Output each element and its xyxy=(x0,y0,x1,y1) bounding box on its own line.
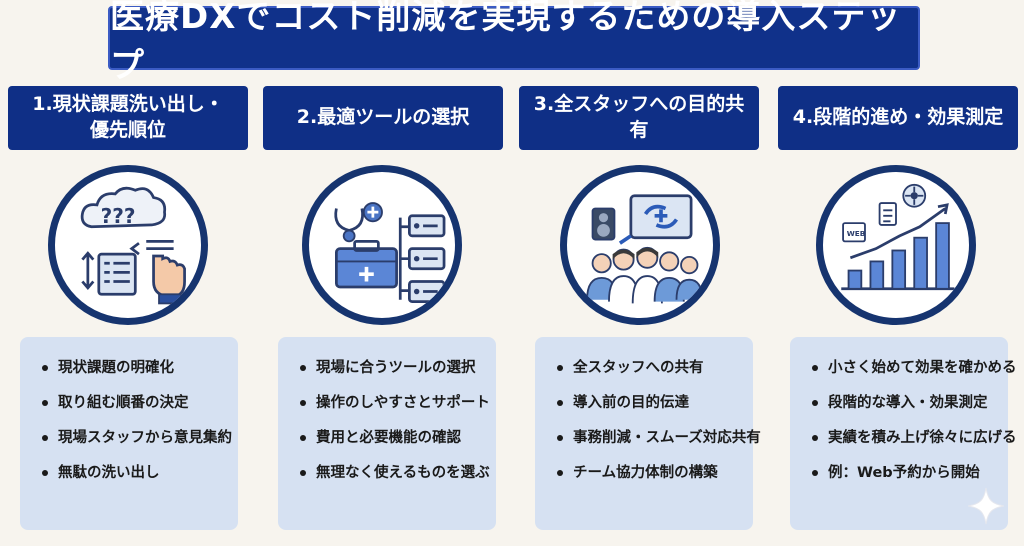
svg-text:???: ??? xyxy=(101,204,136,228)
step-2-card: 現場に合うツールの選択 操作のしやすさとサポート 費用と必要機能の確認 無理なく… xyxy=(278,337,496,530)
list-item: 無理なく使えるものを選ぶ xyxy=(298,464,496,482)
chart-web-label: WEB xyxy=(847,229,866,238)
staff-team-screen-speaker-icon xyxy=(560,165,720,325)
list-item: 事務削減・スムーズ対応共有 xyxy=(555,429,761,447)
question-cloud-checklist-pointing-hand-icon: ??? xyxy=(48,165,208,325)
step-4-heading: 4.段階的進め・効果測定 xyxy=(778,86,1018,150)
list-item: チーム協力体制の構築 xyxy=(555,464,753,482)
list-item: 例：Web予約から開始 xyxy=(810,464,1008,482)
step-2-heading: 2.最適ツールの選択 xyxy=(263,86,503,150)
growth-bar-chart-icon: WEB xyxy=(816,165,976,325)
list-item: 取り組む順番の決定 xyxy=(40,394,238,412)
list-item: 実績を積み上げ徐々に広げる xyxy=(810,429,1017,447)
list-item: 段階的な導入・効果測定 xyxy=(810,394,1008,412)
step-3-heading: 3.全スタッフへの目的共有 xyxy=(519,86,759,150)
medical-toolbox-tools-icon xyxy=(302,165,462,325)
list-item: 現場スタッフから意見集約 xyxy=(40,429,238,447)
list-item: 小さく始めて効果を確かめる xyxy=(810,359,1017,377)
sparkle-icon xyxy=(967,487,1005,525)
step-1-card: 現状課題の明確化 取り組む順番の決定 現場スタッフから意見集約 無駄の洗い出し xyxy=(20,337,238,530)
list-item: 現状課題の明確化 xyxy=(40,359,238,377)
list-item: 導入前の目的伝達 xyxy=(555,394,753,412)
page-title: 医療DXでコスト削減を実現するための導入ステップ xyxy=(108,0,920,86)
step-1-heading: 1.現状課題洗い出し・優先順位 xyxy=(8,86,248,150)
list-item: 無駄の洗い出し xyxy=(40,464,238,482)
list-item: 費用と必要機能の確認 xyxy=(298,429,496,447)
step-3-card: 全スタッフへの共有 導入前の目的伝達 事務削減・スムーズ対応共有 チーム協力体制… xyxy=(535,337,761,530)
list-item: 全スタッフへの共有 xyxy=(555,359,753,377)
list-item: 現場に合うツールの選択 xyxy=(298,359,496,377)
step-4-card: 小さく始めて効果を確かめる 段階的な導入・効果測定 実績を積み上げ徐々に広げる … xyxy=(790,337,1017,530)
list-item: 操作のしやすさとサポート xyxy=(298,394,496,412)
